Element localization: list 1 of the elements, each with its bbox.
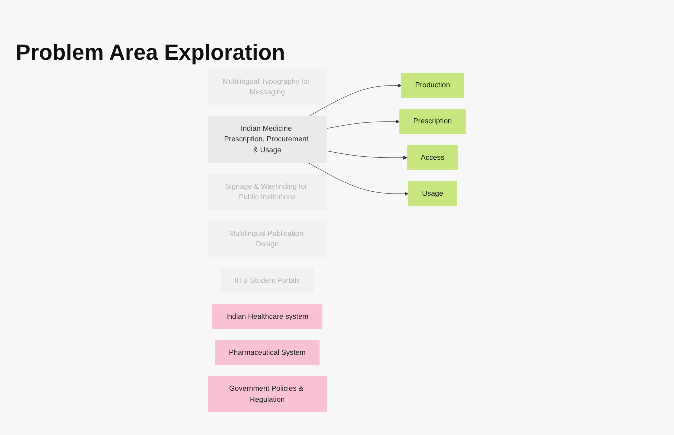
diagram-title: Problem Area Exploration [15, 39, 286, 66]
